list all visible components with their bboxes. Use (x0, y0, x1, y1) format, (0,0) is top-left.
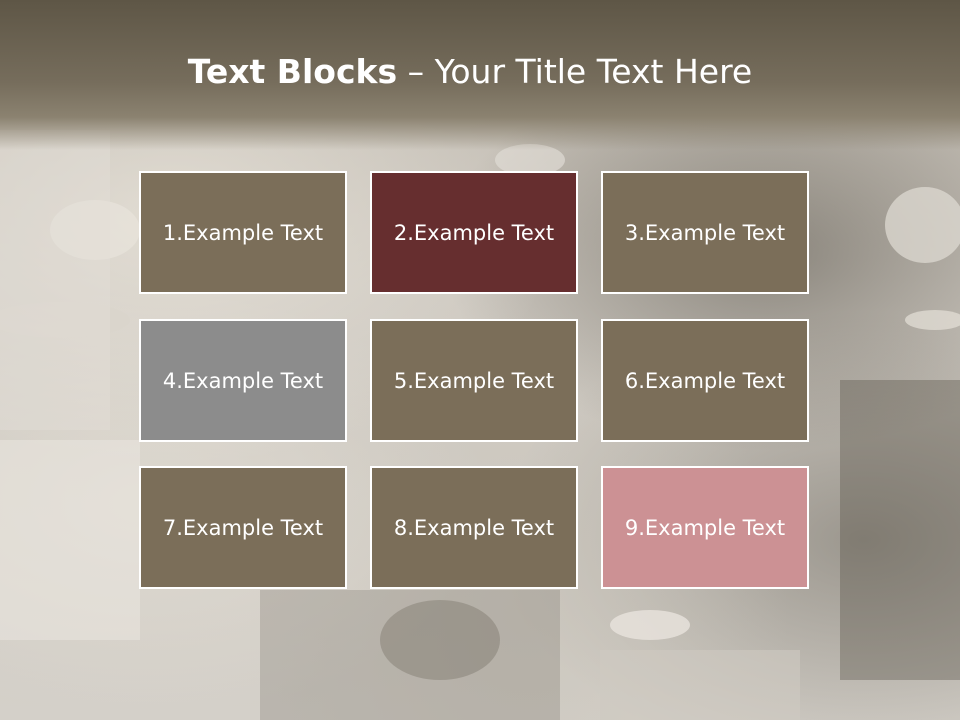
text-block-label: 7.Example Text (162, 515, 324, 540)
text-block-label: 1.Example Text (162, 220, 324, 245)
text-block-label: 2.Example Text (393, 220, 555, 245)
text-block-7[interactable]: 7.Example Text (139, 466, 347, 589)
text-block-4[interactable]: 4.Example Text (139, 319, 347, 442)
title-bold: Text Blocks (187, 52, 398, 91)
text-block-label: 6.Example Text (624, 368, 786, 393)
title-rest: Your Title Text Here (434, 52, 753, 91)
text-block-9[interactable]: 9.Example Text (601, 466, 809, 589)
title-dash: – (397, 52, 435, 91)
text-block-label: 8.Example Text (393, 515, 555, 540)
text-block-label: 9.Example Text (624, 515, 786, 540)
text-block-label: 3.Example Text (624, 220, 786, 245)
text-block-3[interactable]: 3.Example Text (601, 171, 809, 294)
text-block-label: 5.Example Text (393, 368, 555, 393)
text-block-2[interactable]: 2.Example Text (370, 171, 578, 294)
text-block-label: 4.Example Text (162, 368, 324, 393)
text-block-5[interactable]: 5.Example Text (370, 319, 578, 442)
text-block-6[interactable]: 6.Example Text (601, 319, 809, 442)
header-band (0, 0, 960, 150)
text-block-1[interactable]: 1.Example Text (139, 171, 347, 294)
page-title: Text Blocks – Your Title Text Here (0, 52, 940, 91)
text-block-8[interactable]: 8.Example Text (370, 466, 578, 589)
